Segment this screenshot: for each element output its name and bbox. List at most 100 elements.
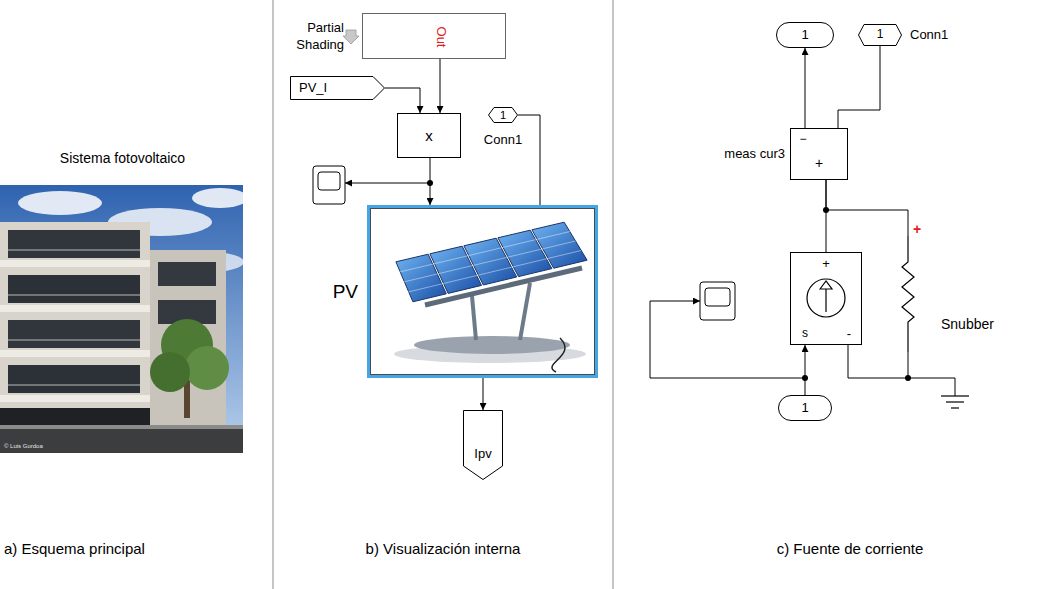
scope-screen [318,172,340,190]
panel-caption: c) Fuente de corriente [777,540,924,557]
building-window [158,262,216,286]
signal-wire [483,378,484,410]
component-name: Snubber [941,316,994,332]
terminal-sign: + [815,155,823,171]
building-slab [0,260,150,267]
from-tag: PV_I [290,76,385,100]
building-window [8,230,140,258]
terminal-sign: - [847,327,851,342]
building-window [8,275,140,303]
panel-grid [404,241,576,282]
node-outline-shape [291,77,385,100]
ground-bar [951,407,959,408]
ground-bar [941,395,969,396]
photo-watermark: © Luis Gordoa [4,443,43,450]
sidewalk-curb [0,425,243,429]
balcony-railing [8,294,140,296]
block-name: Partial Shading [282,20,344,54]
subsystem-block: Sistema fotovoltaico [0,148,245,455]
inport: 1 [778,395,832,421]
port-number: 1 [500,109,506,122]
panel-divider [613,0,614,589]
port-number: 1 [801,28,808,43]
current-source-block: + s - [790,252,862,345]
balcony-railing [8,384,140,386]
panel-divider [273,0,274,589]
scope-body [313,166,345,204]
scope-symbol [700,282,735,320]
scope-symbol [313,166,345,204]
polarity-mark: + [913,221,921,237]
terminal-sign: − [799,133,806,147]
signal-wire [838,46,880,128]
connection-port: 1Conn1 [488,107,518,123]
node-outline-shape [489,108,518,123]
street [0,425,243,453]
scope-screen [705,288,730,306]
current-source-symbol [807,279,845,317]
block-name: PV [333,281,358,303]
building-slab [0,395,150,402]
port-number: 1 [877,28,884,42]
tag-name: Ipv [474,447,491,462]
signal-wire [430,158,431,205]
block-name: meas cur3 [724,147,785,162]
building-window [8,320,140,348]
panel-caption: a) Esquema principal [4,540,145,557]
port-name: Conn1 [910,28,948,43]
ground-bar [946,401,964,402]
port-name: Conn1 [484,133,522,148]
source-circle [807,279,845,317]
current-sensor-block: meas cur3−+ [790,128,848,180]
balcony-railing [8,339,140,341]
input-label: s [802,327,808,341]
block-icon-arrow [343,30,359,44]
building-slab [0,305,150,312]
building-photo [0,185,248,453]
signal-wire [440,59,441,113]
operator-symbol: x [425,127,433,144]
ground-symbol [941,396,969,408]
balcony-railing [8,249,140,251]
signal-wire [805,345,806,395]
building-slab [0,350,150,357]
signal-branch-wire [650,301,805,378]
panel-grid [408,251,581,293]
panel-leg [472,296,476,340]
solar-panel-picture [394,222,587,372]
fence [0,408,150,425]
port-label: Out [434,27,449,48]
source-arrow-head [820,281,832,289]
signal-wire [518,115,540,205]
terminal-sign: + [822,257,830,272]
tree-crown [185,346,229,390]
port-number: 1 [801,401,808,416]
building-window [8,365,140,393]
tree-crown [150,352,190,392]
block-title: Sistema fotovoltaico [60,150,185,166]
panel-base [414,336,570,354]
product-block: x [397,113,461,158]
signal-wire [848,345,908,378]
resistor-symbol [902,236,914,352]
building-wall [0,222,150,428]
panel-cable [552,338,565,372]
panel-grid [400,232,571,273]
signal-wire [385,88,420,113]
node-outline [463,410,503,480]
signal-wire [805,48,806,128]
ground-wire [908,378,955,396]
node-outline-shape [464,411,503,480]
building-wall [150,250,226,428]
photo-cloud [18,191,102,215]
node-outline-shape [859,25,902,46]
panel-leg [520,283,530,340]
scope-body [700,282,735,320]
connection-port: 1Conn1 [858,24,902,46]
goto-tag: Ipv [463,410,503,480]
photo-cloud [192,188,248,208]
